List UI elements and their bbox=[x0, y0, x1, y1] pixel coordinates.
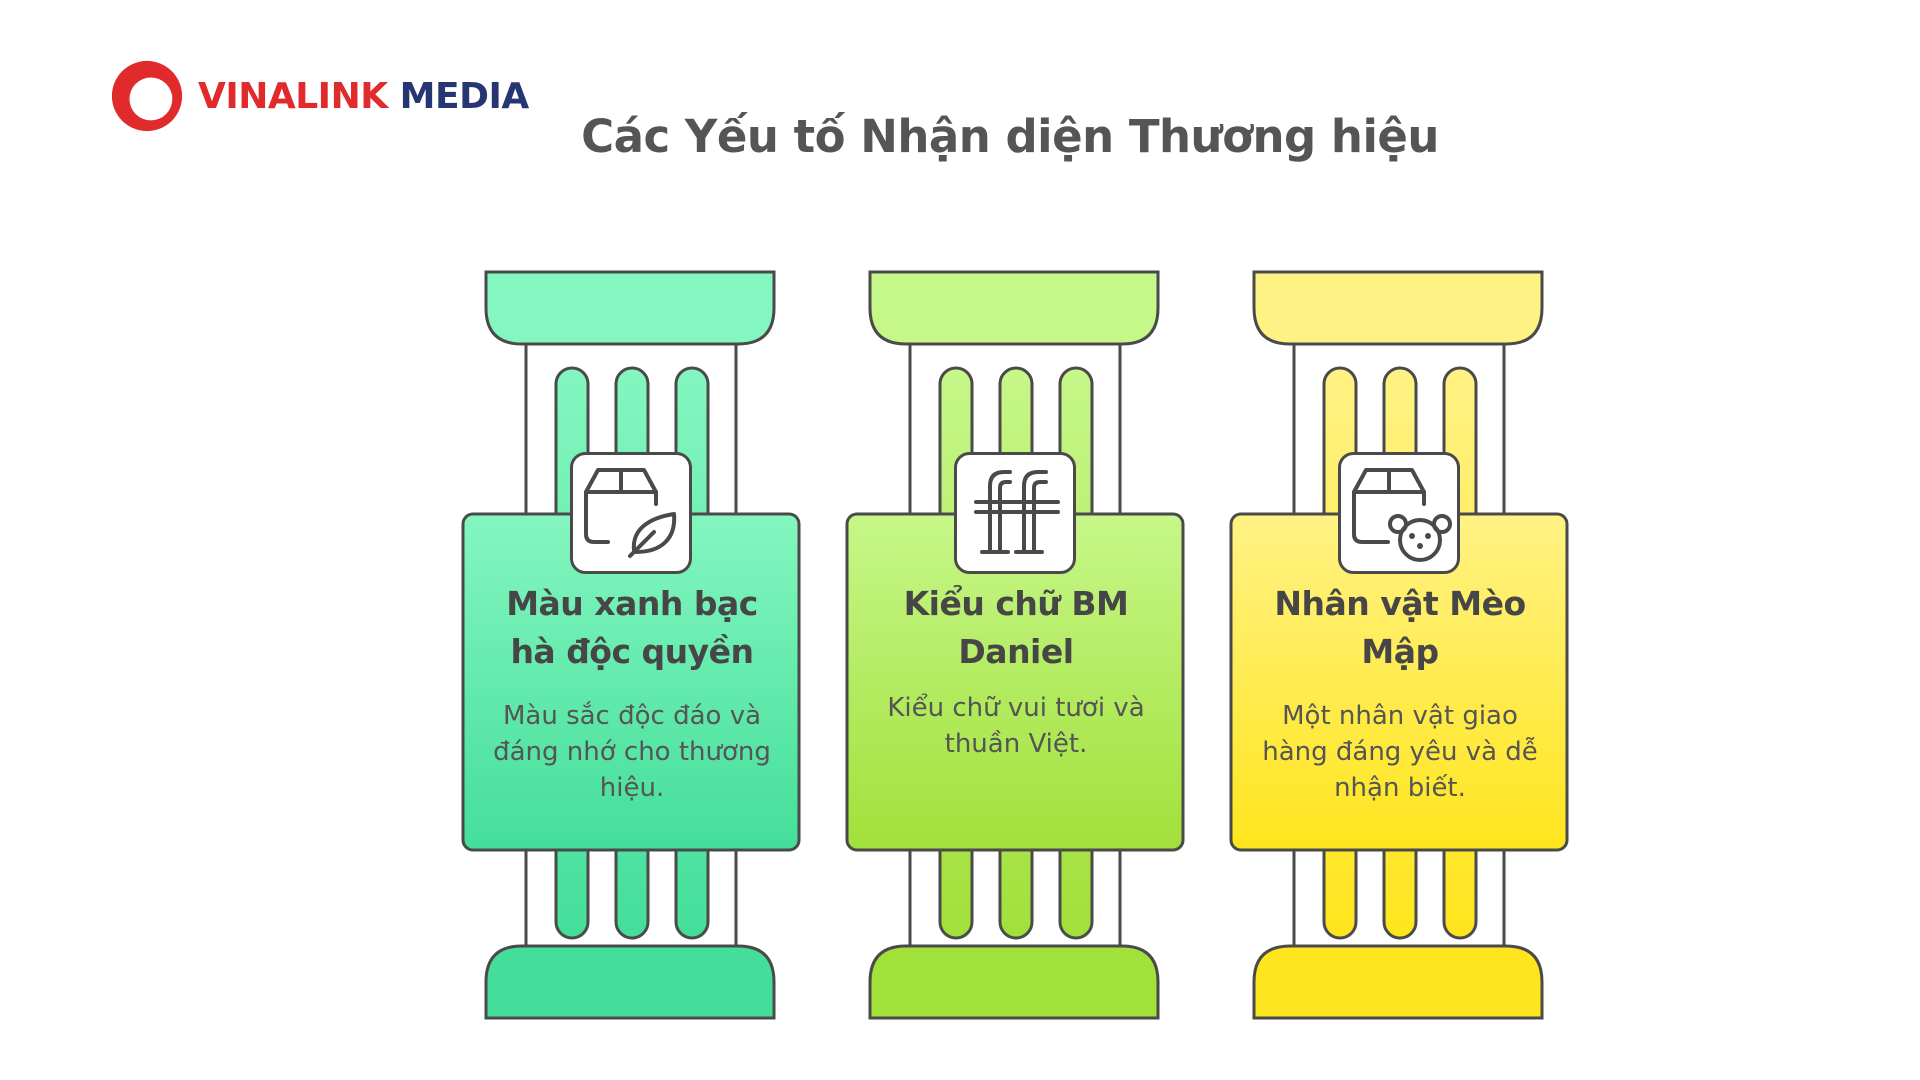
pillar-description: Màu sắc độc đáo và đáng nhớ cho thương h… bbox=[493, 701, 771, 803]
vinalink-logo-mark bbox=[111, 60, 183, 132]
pillar-mint-color: Màu xanh bạc hà độc quyền Màu sắc độc đá… bbox=[461, 270, 812, 1020]
box-mascot-icon bbox=[1338, 452, 1460, 574]
pillar-graphic bbox=[1229, 270, 1569, 1020]
pillar-mascot: Nhân vật Mèo Mập Một nhân vật giao hàng … bbox=[1229, 270, 1580, 1020]
page-title: Các Yếu tố Nhận diện Thương hiệu bbox=[581, 110, 1439, 163]
box-leaf-icon bbox=[570, 452, 692, 574]
pillar-content: Màu xanh bạc hà độc quyền Màu sắc độc đá… bbox=[476, 580, 788, 806]
pillar-title: Kiểu chữ BM Daniel bbox=[903, 584, 1129, 671]
brand-logo: VINALINK MEDIA bbox=[108, 56, 529, 136]
pillar-description: Kiểu chữ vui tươi và thuần Việt. bbox=[887, 693, 1145, 759]
pillar-content: Kiểu chữ BM Daniel Kiểu chữ vui tươi và … bbox=[860, 580, 1172, 762]
pillar-title: Màu xanh bạc hà độc quyền bbox=[506, 584, 758, 671]
pillar-typeface: Kiểu chữ BM Daniel Kiểu chữ vui tươi và … bbox=[845, 270, 1196, 1020]
logo-word-vinalink: VINALINK bbox=[198, 75, 388, 117]
pillar-content: Nhân vật Mèo Mập Một nhân vật giao hàng … bbox=[1244, 580, 1556, 806]
pillar-title: Nhân vật Mèo Mập bbox=[1274, 584, 1526, 671]
logo-word-media: MEDIA bbox=[399, 75, 530, 117]
font-ff-icon bbox=[954, 452, 1076, 574]
pillar-description: Một nhân vật giao hàng đáng yêu và dễ nh… bbox=[1262, 701, 1538, 803]
logo-wordmark: VINALINK MEDIA bbox=[198, 76, 529, 117]
